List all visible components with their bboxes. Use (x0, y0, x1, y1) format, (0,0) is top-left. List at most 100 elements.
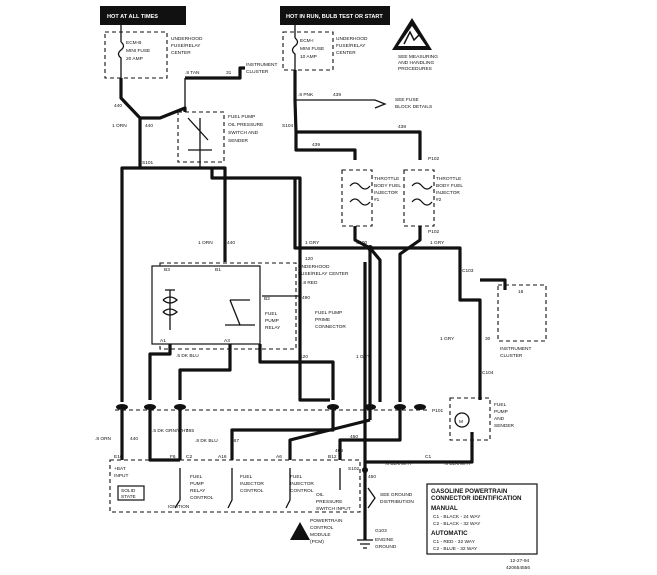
wire-467-path (178, 344, 232, 400)
wire-31 (185, 66, 245, 80)
wire-440-top (119, 78, 142, 140)
header-left: HOT AT ALL TIMES (107, 14, 158, 20)
esd-note-3: PROCEDURES (398, 66, 432, 72)
wire-465-path (148, 344, 172, 400)
oil-switch-label-1: FUEL PUMP (228, 114, 255, 120)
legend-auto-c1: C1 - RED - 32 WAY (433, 539, 476, 545)
header-right: HOT IN RUN, BULB TEST OR START (286, 14, 383, 20)
cluster-pin-18: 18 (518, 289, 524, 295)
wire-120-num: 120 (305, 256, 313, 262)
wire-120-right (370, 246, 462, 270)
pcm-inj-a-2: INJECTOR (240, 481, 264, 487)
pump-label-4: SENDER (494, 423, 515, 429)
fuse-right-loc-3: CENTER (336, 50, 356, 56)
esd-note-2: AND HANDLING (398, 60, 435, 66)
fuse-left-type: MINI FUSE (126, 48, 150, 54)
wire-439-num-b: 439 (312, 142, 320, 148)
esd-note-1: SEE MEASURING (398, 54, 438, 60)
pcm-label-2: CONTROL (310, 525, 334, 531)
injector1-label-4: #1 (374, 197, 380, 203)
pcm-inj-b-3: CONTROL (290, 488, 314, 494)
fuse-block-note-1: SEE FUSE (395, 97, 419, 103)
oil-switch-label-2: OIL PRESSURE (228, 122, 263, 128)
prime-label-3: CONNECTOR (315, 324, 346, 330)
splice-s100-dot (367, 245, 373, 251)
pcm-pin-a6: A6 (276, 454, 282, 460)
legend-manual: MANUAL (431, 505, 458, 512)
legend-box (426, 483, 538, 555)
relay-center-label-1: UNDERHOOD (298, 264, 330, 270)
pcm-box (109, 459, 361, 513)
pcm-pin-e16: E16 (114, 454, 123, 460)
injector2-label-4: #2 (436, 197, 442, 203)
relay-center-label-2: FUSE/RELAY CENTER (298, 271, 349, 277)
wire-440-to-oil-switch (140, 106, 187, 120)
fuse-right-rating: 10 AMP (300, 54, 317, 60)
relay-pin-a3: A3 (224, 338, 230, 344)
pcm-pin-a16: A16 (218, 454, 227, 460)
connector-p102-top: P102 (428, 156, 440, 162)
injector2-coil (411, 182, 433, 206)
wire-438-num: 438 (398, 124, 406, 130)
pcm-bat-input-2: INPUT (114, 473, 128, 479)
pcm-bat-input-1: +BAT (114, 466, 126, 472)
pcm-label-3: MODULE (310, 532, 331, 538)
pcm-pump-relay-2: PUMP (190, 481, 204, 487)
wire-30-num: 30 (485, 336, 491, 342)
wire-440-trunk (120, 140, 142, 402)
wire-467-num: 467 (231, 438, 239, 444)
legend-auto-c2: C2 - BLUE - 32 WAY (433, 546, 478, 552)
injector2-label-2: BODY FUEL (436, 183, 463, 189)
fuse-block-note-2: BLOCK DETAILS (395, 104, 432, 110)
relay-label-2: PUMP (265, 318, 279, 324)
cluster-label-2: CLUSTER (246, 69, 269, 75)
wire-468 (353, 226, 372, 420)
wire-439-b (296, 130, 422, 160)
pump-label-1: FUEL (494, 402, 507, 408)
fuse-left-symbol (117, 25, 125, 78)
wire-440-bottom-num: 440 (130, 436, 138, 442)
splice-s104: S104 (282, 123, 294, 129)
solid-state-box (117, 485, 145, 501)
figure-id: 420654556 (506, 565, 530, 571)
diagram-date: 12-27-94 (510, 558, 530, 564)
pcm-pin-b12: B12 (328, 454, 337, 460)
fuse-right-type: MINI FUSE (300, 46, 324, 52)
wire-490 (262, 295, 301, 314)
relay-switch (225, 299, 255, 326)
solid-state-2: STATE (121, 494, 136, 500)
relay-label-3: RELAY (265, 325, 281, 331)
wire-440-num: 440 (114, 103, 122, 109)
fuse-right-loc-1: UNDERHOOD (336, 36, 368, 42)
wire-468-b (288, 418, 371, 460)
connector-c103: C103 (462, 268, 474, 274)
relay-pin-b1: B1 (215, 267, 221, 273)
pcm-label-1: POWERTRAIN (310, 518, 343, 524)
p101-pins (116, 404, 426, 410)
injector1-label-2: BODY FUEL (374, 183, 401, 189)
esd-warning-icon (392, 18, 432, 50)
pcm-inj-b-1: FUEL (290, 474, 303, 480)
fuse-right-symbol (291, 25, 299, 70)
ground-note-1: SEE GROUND (380, 492, 413, 498)
fuse-left-loc-2: FUSE/RELAY (171, 43, 201, 49)
wire-120-relay (258, 344, 335, 400)
legend-manual-c2: C2 - BLACK - 32 WAY (433, 521, 481, 527)
wire-440-relay-num: 440 (227, 240, 235, 246)
prime-label-2: PRIME (315, 317, 330, 323)
oil-switch-symbol (187, 117, 212, 151)
pump-label-2: PUMP (494, 409, 508, 415)
connector-c1: C1 (425, 454, 431, 460)
wire-490-color: .8 RED (302, 280, 318, 286)
ground-ref-arrow (367, 487, 376, 509)
wire-465-color: .5 DK GRN/WHT (152, 428, 188, 434)
pcm-oil-3: SWITCH INPUT (316, 506, 351, 512)
relay-pin-b2: B2 (264, 296, 270, 302)
pcm-pin-c2: C2 (186, 454, 192, 460)
pcm-pump-relay-1: FUEL (190, 474, 203, 480)
legend-title-2: CONNECTOR IDENTIFICATION (431, 495, 522, 502)
relay-box (151, 265, 261, 345)
pcm-oil-1: OIL (316, 492, 324, 498)
esd-small-icon (290, 522, 310, 540)
